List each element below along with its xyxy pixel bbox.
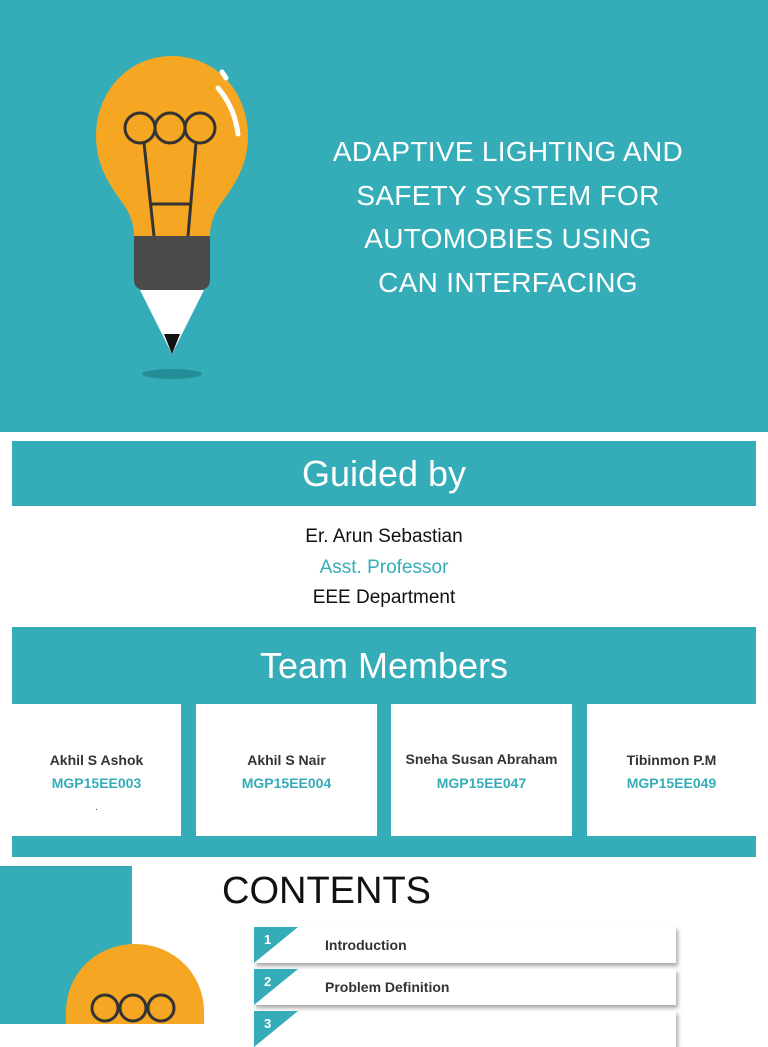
lightbulb-pencil-icon: [96, 56, 248, 379]
team-members-heading: Team Members: [12, 627, 756, 704]
member-card: Tibinmon P.M MGP15EE049: [587, 704, 756, 836]
member-name: Akhil S Nair: [247, 752, 326, 768]
contents-item[interactable]: 2 Problem Definition: [254, 969, 676, 1005]
contents-heading: CONTENTS: [222, 870, 431, 912]
title-slide: ADAPTIVE LIGHTING AND SAFETY SYSTEM FOR …: [0, 0, 768, 432]
guide-role: Asst. Professor: [319, 556, 449, 578]
title-line: SAFETY SYSTEM FOR: [356, 179, 660, 211]
item-label: Introduction: [325, 937, 407, 953]
guide-info: Er. Arun Sebastian Asst. Professor EEE D…: [0, 522, 768, 614]
member-mark: .: [95, 802, 98, 813]
item-number: 2: [264, 974, 272, 989]
item-marker: [254, 1011, 298, 1047]
member-id: MGP15EE003: [51, 775, 142, 791]
member-name: Akhil S Ashok: [49, 752, 144, 768]
member-name: Sneha Susan Abraham: [405, 751, 558, 767]
lightbulb-icon: [66, 944, 204, 1024]
member-id: MGP15EE047: [436, 775, 527, 791]
guide-name: Er. Arun Sebastian: [305, 526, 463, 547]
member-id: MGP15EE049: [626, 775, 717, 791]
contents-item[interactable]: 3: [254, 1011, 676, 1047]
guided-by-heading: Guided by: [12, 441, 756, 506]
member-name: Tibinmon P.M: [626, 752, 717, 768]
contents-item[interactable]: 1 Introduction: [254, 927, 676, 963]
presentation-title: ADAPTIVE LIGHTING AND SAFETY SYSTEM FOR …: [300, 130, 716, 304]
guide-department: EEE Department: [312, 587, 456, 608]
title-line: CAN INTERFACING: [378, 266, 638, 298]
item-label: Problem Definition: [325, 979, 450, 995]
title-line: ADAPTIVE LIGHTING AND: [332, 136, 684, 167]
title-line: AUTOMOBIES USING: [364, 223, 652, 254]
member-id: MGP15EE004: [241, 775, 332, 791]
member-card: Sneha Susan Abraham MGP15EE047: [391, 704, 572, 836]
member-card: Akhil S Ashok MGP15EE003 .: [12, 704, 181, 836]
item-number: 1: [264, 932, 272, 947]
item-marker: [254, 969, 298, 1005]
member-card: Akhil S Nair MGP15EE004: [196, 704, 377, 836]
item-marker: [254, 927, 298, 963]
